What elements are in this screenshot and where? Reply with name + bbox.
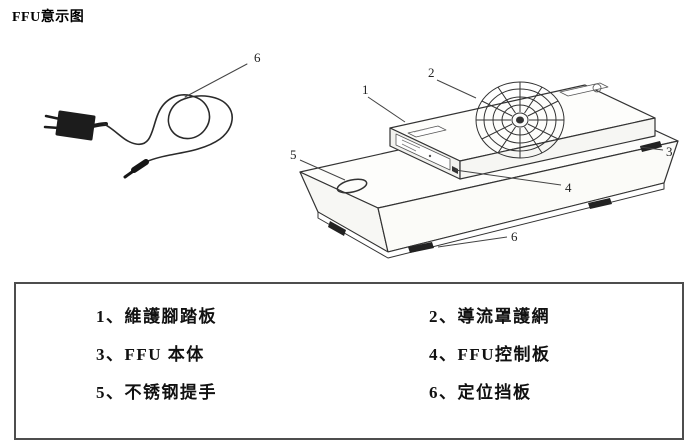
legend-item-5: 5、不锈钢提手: [96, 383, 217, 402]
legend-item-6: 6、定位挡板: [429, 383, 532, 402]
fan-guard-icon: [475, 81, 565, 159]
baffle-tab-icon: [328, 221, 346, 236]
label-sticker: [407, 125, 447, 138]
plug-body-icon: [55, 110, 96, 141]
leader-line-5: [299, 159, 346, 181]
ffu-diagram: 6: [43, 50, 679, 259]
baffle-tab-icon: [640, 141, 662, 152]
leader-line-3: [639, 146, 664, 151]
ffu-bottom-rim: [317, 182, 665, 259]
baffle-tab-icon: [588, 198, 612, 209]
power-cord-drawing: 6: [43, 50, 261, 179]
cable-connector-icon: [131, 159, 149, 173]
legend-item-2: 2、導流罩護網: [429, 307, 550, 326]
fan-hub-icon: [516, 116, 524, 124]
leader-line-6: [437, 236, 508, 248]
callout-1: 1: [362, 82, 369, 97]
page-title: FFU意示图: [12, 10, 85, 25]
leader-line-4: [454, 169, 562, 186]
legend-item-3: 3、FFU 本体: [96, 345, 205, 364]
callout-5: 5: [290, 147, 297, 162]
baffle-tab-icon: [408, 242, 434, 253]
label-sticker: [559, 82, 609, 97]
filter-slab-front-face: [459, 117, 656, 180]
legend-item-1: 1、維護腳踏板: [96, 307, 217, 326]
ffu-unit-drawing: 1 2 3 4 5 6: [290, 65, 679, 259]
cable-icon: [103, 94, 233, 163]
cable-connector-tip-icon: [123, 170, 134, 179]
callout-6: 6: [511, 229, 518, 244]
callout-cord-6: 6: [254, 50, 261, 65]
callout-3: 3: [666, 144, 673, 159]
leader-line-1: [367, 96, 406, 123]
legend-item-4: 4、FFU控制板: [429, 345, 551, 364]
handle-icon: [336, 178, 368, 194]
legend-box: 1、維護腳踏板 2、導流罩護網 3、FFU 本体 4、FFU控制板 5、不锈钢提…: [14, 282, 684, 440]
legend-grid: 1、維護腳踏板 2、導流罩護網 3、FFU 本体 4、FFU控制板 5、不锈钢提…: [16, 284, 682, 412]
leader-lines: [299, 79, 664, 248]
callout-4: 4: [565, 180, 572, 195]
leader-line-cord-6: [184, 63, 248, 98]
callout-2: 2: [428, 65, 435, 80]
leader-line-2: [436, 79, 477, 99]
